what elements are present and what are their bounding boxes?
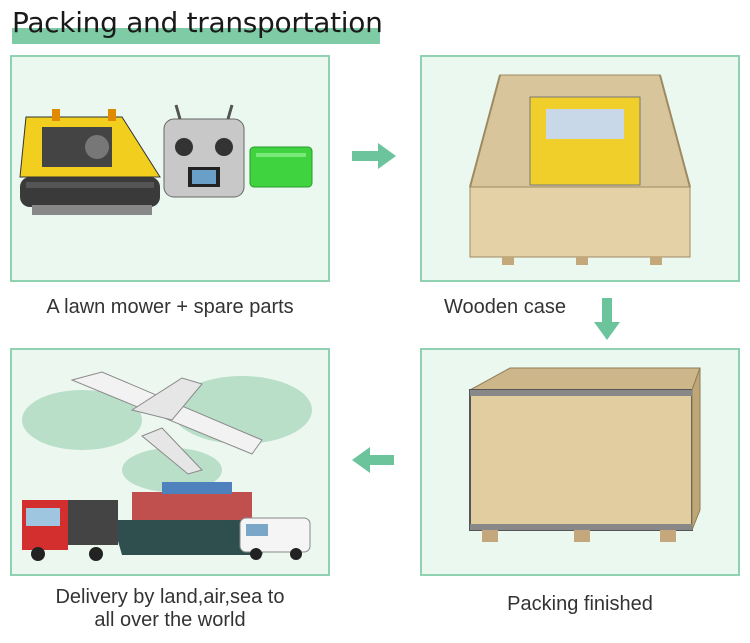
panel-wooden-case <box>420 55 740 282</box>
caption-delivery-line1: Delivery by land,air,sea to <box>55 586 285 608</box>
packed-crate-image <box>469 367 701 542</box>
panel-packing-finished <box>420 348 740 576</box>
panel-delivery <box>10 348 330 576</box>
wooden-case-image <box>469 74 691 265</box>
caption-packing-finished: Packing finished <box>507 593 653 615</box>
arrow-down-icon <box>594 298 620 340</box>
page-title: Packing and transportation <box>12 6 383 39</box>
caption-delivery-line2: all over the world <box>94 609 246 631</box>
panel-mower-spare-parts <box>10 55 330 282</box>
title-underline-bar <box>12 28 380 44</box>
caption-mower-spare-parts: A lawn mower + spare parts <box>46 296 294 318</box>
caption-delivery: Delivery by land,air,sea to all over the… <box>10 586 330 632</box>
caption-wooden-case: Wooden case <box>444 296 566 318</box>
delivery-image <box>12 350 328 574</box>
mower-spare-parts-image <box>19 104 313 215</box>
arrow-left-icon <box>352 447 394 473</box>
arrow-right-icon <box>352 143 396 169</box>
